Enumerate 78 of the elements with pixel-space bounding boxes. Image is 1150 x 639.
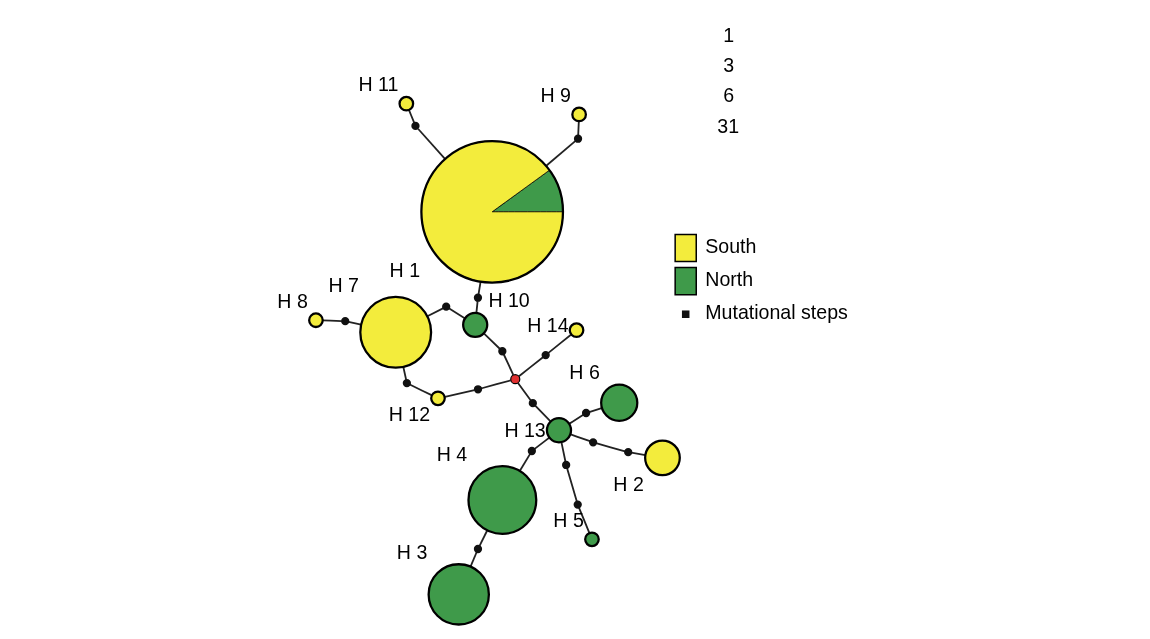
connector <box>560 441 567 463</box>
connector <box>568 413 585 425</box>
label: 6 <box>723 84 735 107</box>
node-circle <box>398 95 415 112</box>
node-circle <box>341 317 350 326</box>
node-circle <box>411 121 420 130</box>
connector <box>447 307 466 320</box>
node-circle <box>442 302 451 311</box>
node-circle <box>589 438 598 447</box>
connector <box>408 383 433 397</box>
node-circle <box>473 544 483 554</box>
node-circle <box>600 383 639 422</box>
node-circle <box>359 295 433 369</box>
node-circle <box>427 563 490 626</box>
node-circle <box>402 378 411 388</box>
connector <box>547 333 572 354</box>
label: 31 <box>717 114 740 137</box>
connector <box>483 332 501 350</box>
node-circle <box>473 293 483 302</box>
node-label: H 6 <box>569 361 600 384</box>
connector <box>569 433 591 443</box>
connector <box>578 506 591 534</box>
node-label: H 2 <box>613 472 644 495</box>
node-circle <box>308 312 324 329</box>
node-circle <box>473 385 483 394</box>
label: 3 <box>723 54 735 77</box>
connector <box>321 319 343 322</box>
node-circle <box>644 439 681 477</box>
node-circle <box>562 460 571 470</box>
connector <box>566 467 578 503</box>
node-label: H 9 <box>540 84 571 107</box>
node-circle <box>541 350 550 360</box>
connector <box>595 442 626 453</box>
connector <box>347 320 362 326</box>
node-label: H 10 <box>488 289 530 312</box>
node-circle <box>573 134 583 143</box>
connector <box>478 529 488 547</box>
node-circle <box>568 322 585 339</box>
node-circle <box>573 500 582 509</box>
connector <box>502 353 515 376</box>
connector <box>480 379 512 390</box>
connector <box>444 389 476 398</box>
connector <box>519 452 532 472</box>
node-circle <box>571 106 587 123</box>
node-circle <box>624 448 633 457</box>
node-circle <box>527 446 536 456</box>
label: 1 <box>723 24 735 47</box>
node-circle <box>584 531 600 548</box>
node-label: H 5 <box>553 509 584 532</box>
connector <box>518 356 545 378</box>
node-label: H 14 <box>527 313 569 336</box>
node-label: H 11 <box>358 73 399 96</box>
node-circle <box>581 408 591 418</box>
legend-label: Mutational steps <box>705 301 848 324</box>
connector <box>426 307 445 318</box>
node-circle <box>430 390 446 407</box>
node-circle <box>545 417 573 444</box>
connector <box>534 404 552 423</box>
node-label: H 12 <box>388 402 431 425</box>
connector <box>517 382 532 402</box>
node-label: H 8 <box>277 290 308 313</box>
node-label: H 3 <box>396 540 428 563</box>
legend-label: South <box>705 235 757 258</box>
node-circle <box>462 311 489 339</box>
node-label: H 13 <box>504 418 546 441</box>
node-label: H 1 <box>389 259 421 282</box>
legend-label: North <box>705 268 754 291</box>
connector <box>533 436 551 451</box>
node-label: H 7 <box>328 273 359 296</box>
node-circle <box>498 347 507 356</box>
node-circle <box>528 399 537 408</box>
node-circle <box>510 374 521 385</box>
connector <box>477 281 482 296</box>
connector <box>417 127 446 160</box>
connector <box>545 139 577 167</box>
node-label: H 4 <box>436 442 468 465</box>
node-circle <box>467 465 538 535</box>
connector <box>408 109 416 124</box>
